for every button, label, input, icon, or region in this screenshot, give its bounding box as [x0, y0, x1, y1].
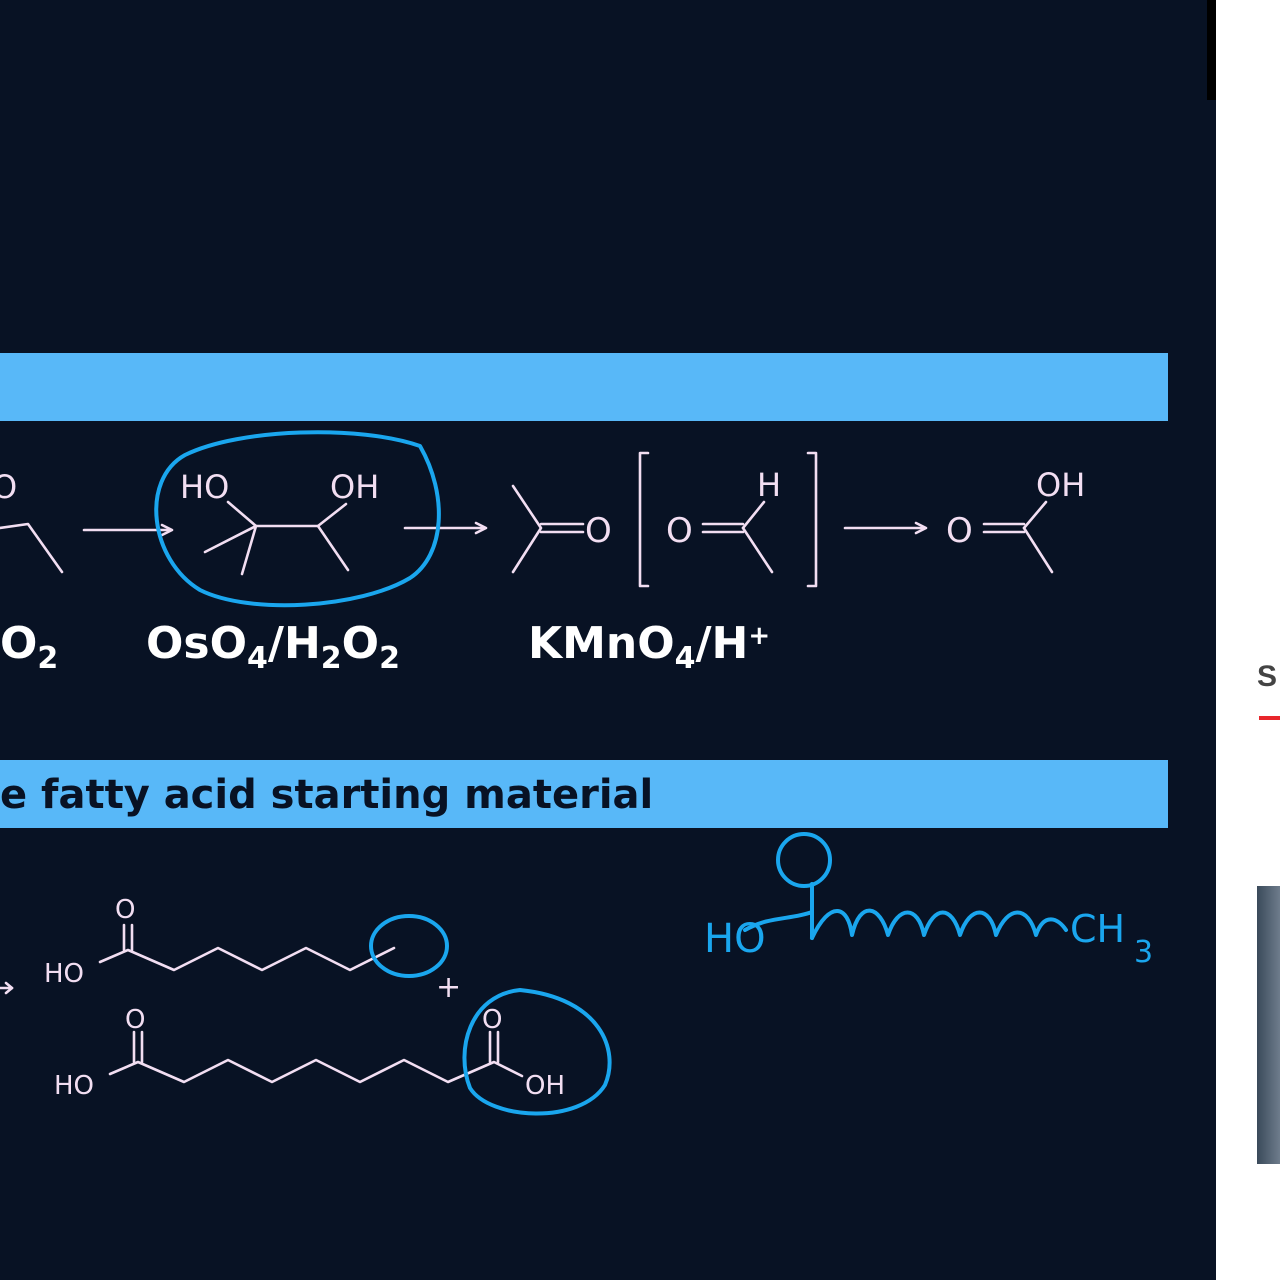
- annotation-squiggle-chain: [810, 908, 1068, 940]
- top-chain-zigzag: [98, 946, 396, 972]
- plus-sign: +: [436, 970, 461, 1005]
- bracket-left: [638, 451, 650, 588]
- partial-atom-label: O: [0, 468, 17, 506]
- reagent-partial-o: O: [0, 618, 38, 669]
- diol-ho-label: HO: [180, 468, 229, 506]
- lecture-slide: e fatty acid starting material O2 OsO4/H…: [0, 0, 1216, 1280]
- reagent-os-slash-h: /H: [267, 618, 321, 669]
- reaction-arrow-1-head: [160, 523, 174, 537]
- acid-double-bond: [982, 522, 1026, 534]
- diol-methyl-a: [203, 524, 258, 554]
- structure-lines: [0, 451, 1054, 1084]
- bracket-right: [806, 451, 818, 588]
- top-chain-o-label: O: [115, 895, 135, 925]
- bottom-chain-o-left-label: O: [125, 1005, 145, 1035]
- bottom-chain-ho-label: HO: [54, 1071, 94, 1101]
- side-panel-letter: S: [1257, 660, 1278, 693]
- reagent-kmn-slash-h: /H: [695, 618, 749, 669]
- reagent-partial: O2: [0, 618, 58, 676]
- chemistry-drawing: O HO OH O O H O OH O HO + O HO O OH HO C…: [0, 430, 1153, 1116]
- annotation-c-o-bond: [743, 910, 814, 932]
- reagent-os-sub2a: 2: [320, 641, 342, 676]
- header-band-top: [0, 353, 1168, 421]
- annotation-ch-label: CH: [1070, 907, 1125, 951]
- header-band-bottom: [0, 760, 1168, 828]
- top-chain-carbonyl: [122, 923, 134, 952]
- reagent-partial-sub: 2: [37, 641, 59, 676]
- top-chain-end-circle: [369, 914, 449, 978]
- diol-methyl-b: [240, 524, 258, 576]
- reagent-os-sub4: 4: [247, 641, 268, 676]
- reagent-os-o: O: [341, 618, 380, 669]
- acid-oh-label: OH: [1036, 466, 1085, 504]
- diol-backbone: [226, 500, 348, 528]
- diol-oh-label: OH: [330, 468, 379, 506]
- bottom-chain-zigzag: [108, 1058, 524, 1084]
- reagent-kmn-part: KMnO: [528, 618, 675, 669]
- acid-oh-bond: [1022, 500, 1048, 530]
- aldehyde-h-label: H: [757, 466, 781, 504]
- ketone-carbon-bonds: [511, 484, 543, 574]
- reagent-kmno4: KMnO4/H+: [528, 618, 770, 676]
- bottom-chain-o-right-label: O: [482, 1005, 502, 1035]
- aldehyde-double-bond: [701, 522, 745, 534]
- acid-circle: [462, 988, 612, 1116]
- bottom-chain-oh-label: OH: [525, 1071, 565, 1101]
- acid-o-label: O: [946, 511, 973, 551]
- reagent-kmn-plus: +: [748, 621, 771, 651]
- reagent-os-part: OsO: [146, 618, 247, 669]
- side-panel-red-underline: [1259, 716, 1280, 720]
- scheme2-arrow-head: [4, 981, 14, 995]
- slide-edge: [1207, 0, 1216, 100]
- annotation-ho-label: HO: [704, 916, 766, 962]
- bottom-chain-carbonyl-left: [132, 1030, 144, 1064]
- acid-methyl: [1022, 526, 1054, 574]
- reagent-oso4: OsO4/H2O2: [146, 618, 400, 676]
- ketone-o-label: O: [585, 511, 612, 551]
- aldehyde-methyl: [741, 526, 774, 574]
- bottom-chain-carbonyl-right: [488, 1030, 500, 1064]
- annotation-sub3-label: 3: [1134, 935, 1153, 970]
- annotation-ink: [154, 430, 1068, 1116]
- top-chain-ho-label: HO: [44, 959, 84, 989]
- diol-methyl-c: [316, 524, 350, 572]
- reagent-os-sub2b: 2: [379, 641, 400, 676]
- reagent-kmn-sub4: 4: [674, 641, 696, 676]
- aldehyde-o-label: O: [666, 511, 693, 551]
- reaction-arrow-3-head: [914, 521, 928, 535]
- reaction-arrow-2-head: [474, 521, 488, 535]
- diol-circle: [154, 430, 441, 608]
- ketone-double-bond: [539, 522, 585, 534]
- annotation-carbonyl-o: [776, 832, 832, 888]
- partial-structure-bonds: [0, 522, 64, 574]
- band-heading: e fatty acid starting material: [0, 772, 654, 818]
- aldehyde-h-bond: [741, 500, 766, 530]
- side-panel-thumbnail[interactable]: [1257, 886, 1280, 1164]
